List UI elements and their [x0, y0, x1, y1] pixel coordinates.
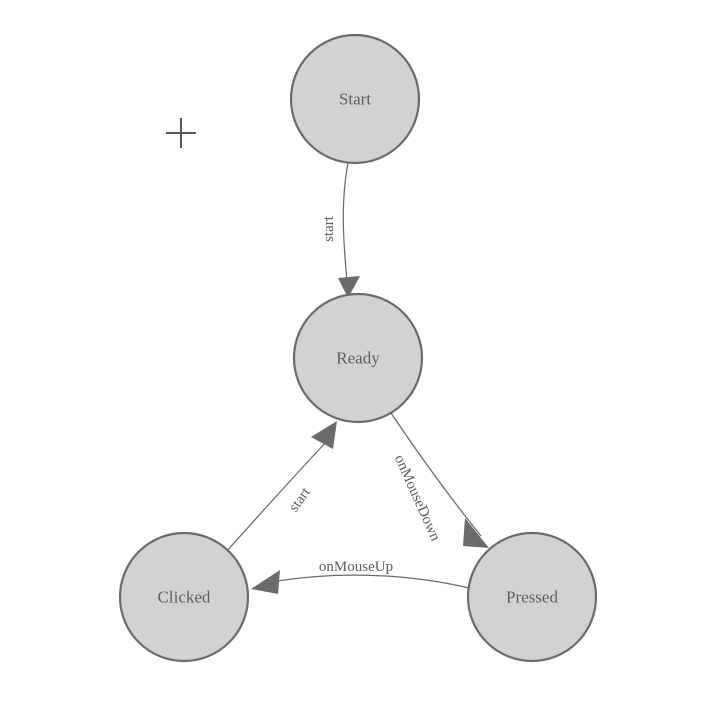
edge-ready-to-pressed-path [390, 412, 482, 537]
node-pressed[interactable]: Pressed [466, 531, 598, 663]
edge-pressed-to-clicked-arrowhead [251, 570, 280, 594]
node-start-label: Start [339, 90, 371, 109]
edge-pressed-to-clicked[interactable]: onMouseUp [251, 559, 470, 594]
edge-start-to-ready-arrowhead [338, 276, 360, 298]
edge-clicked-to-ready-path [225, 440, 328, 553]
node-start-shape [289, 33, 421, 165]
edge-clicked-to-ready[interactable]: start [225, 421, 337, 553]
edge-label-pressed-to-clicked: onMouseUp [319, 559, 393, 575]
edge-label-ready-to-pressed: onMouseDown [391, 452, 443, 543]
node-ready[interactable]: Ready [292, 292, 424, 424]
edge-clicked-to-ready-arrowhead [311, 421, 337, 449]
node-clicked-label: Clicked [158, 588, 211, 607]
edge-pressed-to-clicked-path [271, 574, 470, 589]
edge-label-clicked-to-ready: start [286, 484, 314, 515]
node-pressed-label: Pressed [506, 588, 558, 607]
edge-start-to-ready-path [342, 162, 349, 282]
edge-label-start-to-ready: start [321, 215, 337, 242]
edge-ready-to-pressed-arrowhead [463, 518, 489, 548]
node-clicked-shape [118, 531, 250, 663]
edge-start-to-ready[interactable]: start [321, 162, 360, 298]
node-pressed-shape [466, 531, 598, 663]
edge-ready-to-pressed[interactable]: onMouseDown [390, 412, 489, 548]
node-ready-shape [292, 292, 424, 424]
node-clicked[interactable]: Clicked [118, 531, 250, 663]
plus-cursor-icon [166, 118, 196, 148]
node-start[interactable]: Start [289, 33, 421, 165]
node-ready-label: Ready [336, 349, 380, 368]
